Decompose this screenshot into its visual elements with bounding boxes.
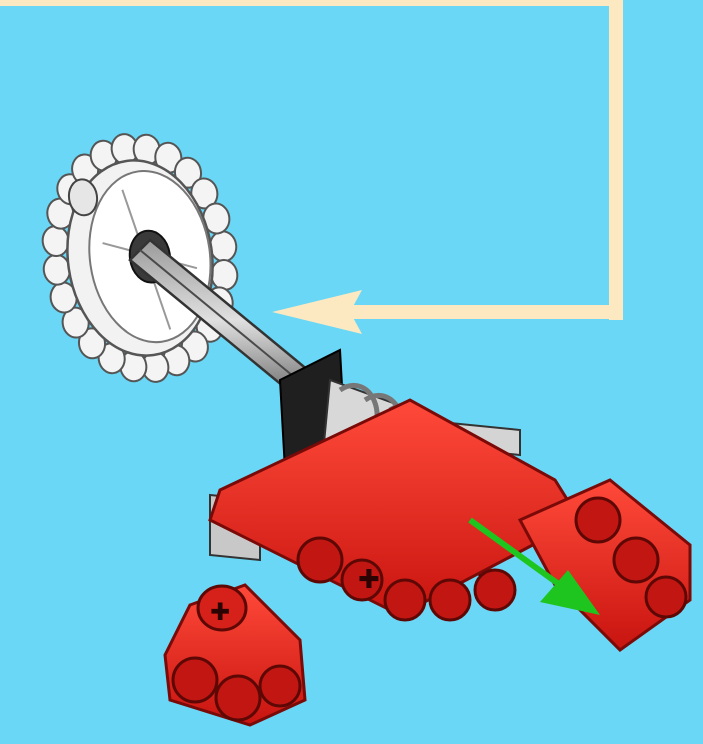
cross-hole-icon-2: ✚ xyxy=(210,598,230,626)
cross-hole-icon: ✚ xyxy=(358,565,380,595)
